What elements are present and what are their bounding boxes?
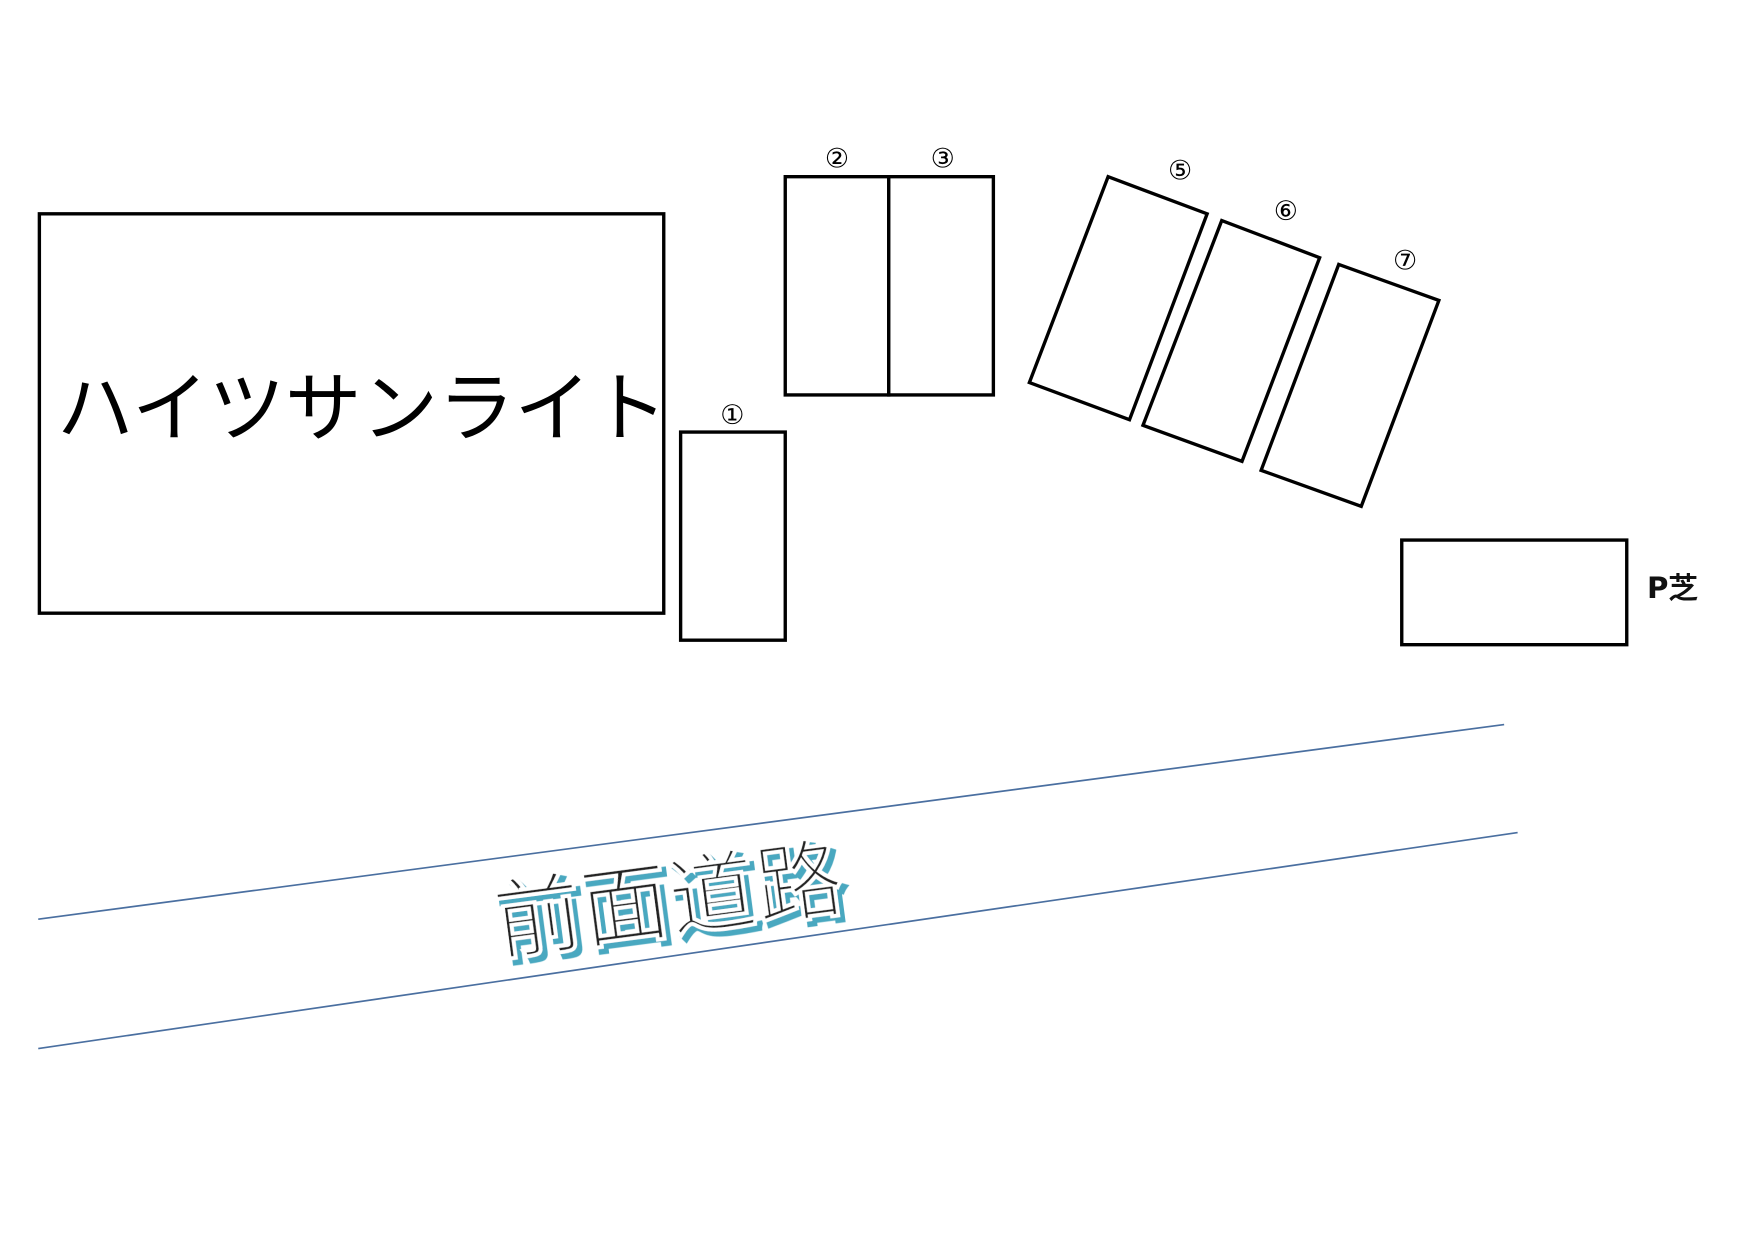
parking-space-1 <box>678 430 787 642</box>
parking-space-6 <box>1140 218 1322 464</box>
road-edge-top <box>38 723 1505 921</box>
space-label-7: ⑦ <box>1393 246 1417 277</box>
space-label-2: ② <box>825 143 849 174</box>
building-name: ハイツサンライト <box>57 365 667 454</box>
road-label-bg <box>491 843 848 968</box>
space-label-1: ① <box>720 400 744 431</box>
parking-space-5 <box>1027 174 1210 422</box>
parking-space-7 <box>1258 262 1442 509</box>
lawn-parking-space <box>1400 538 1629 647</box>
road-label: 前面道路 <box>488 827 850 974</box>
space-label-5: ⑤ <box>1168 156 1192 187</box>
space-label-6: ⑥ <box>1274 196 1298 227</box>
building <box>37 212 666 615</box>
road-edge-bottom <box>38 831 1518 1050</box>
lawn-parking-label: P芝 <box>1647 571 1698 605</box>
space-label-3: ③ <box>931 143 955 174</box>
parking-space-2 <box>783 175 891 397</box>
parking-space-3 <box>887 175 996 397</box>
